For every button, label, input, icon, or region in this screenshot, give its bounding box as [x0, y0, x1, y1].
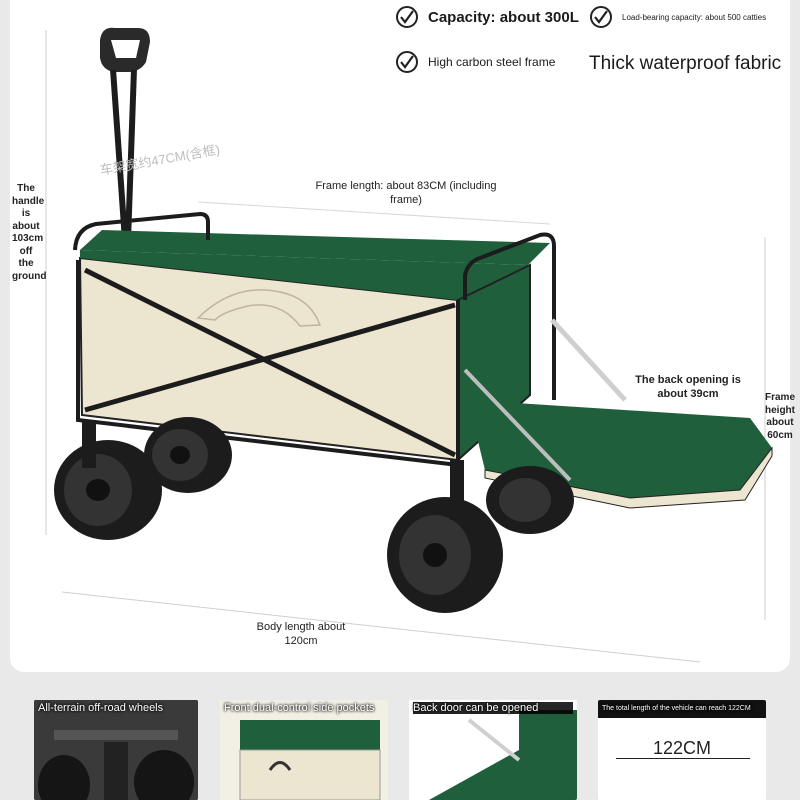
thumbnail-length[interactable]: The total length of the vehicle can reac… — [598, 700, 766, 800]
check-icon — [590, 6, 612, 28]
feature-capacity-text: Capacity: about 300L — [428, 8, 579, 26]
thumbnail-pockets[interactable]: Front dual-control side pockets — [220, 700, 388, 800]
back-opening-label: The back opening is about 39cm — [635, 374, 741, 400]
length-line — [616, 758, 750, 759]
check-icon — [396, 51, 418, 73]
frame-height-label: Frame height about 60cm — [764, 392, 795, 441]
thumbnail-caption: All-terrain off-road wheels — [38, 702, 164, 714]
frame-length-label: Frame length: about 83CM (including fram… — [315, 180, 497, 206]
wagon-illustration — [45, 27, 773, 663]
wheel-rear-right — [486, 466, 574, 534]
body-length-line — [61, 591, 701, 663]
feature-fabric-text: Thick waterproof fabric — [589, 53, 782, 74]
handle-height-label: The handle is about 103cm off the ground — [12, 183, 47, 282]
feature-frame: High carbon steel frame — [396, 51, 555, 73]
thumbnail-row: All-terrain off-road wheels Front dual-c… — [0, 682, 800, 800]
feature-capacity: Capacity: about 300L — [396, 6, 579, 28]
check-icon — [396, 6, 418, 28]
feature-frame-text: High carbon steel frame — [428, 55, 556, 69]
wheel-front-left — [54, 440, 162, 540]
frame-length-line — [197, 201, 551, 225]
thumbnail-caption: Back door can be opened — [413, 702, 573, 714]
thumbnail-wheels[interactable]: All-terrain off-road wheels — [34, 700, 198, 800]
wheel-front-right — [387, 497, 503, 613]
pockets-image — [220, 700, 388, 800]
wheel-rear-left — [144, 417, 232, 493]
product-card: Capacity: about 300L Load-bearing capaci… — [10, 0, 795, 672]
feature-load-text: Load-bearing capacity: about 500 catties — [622, 12, 767, 22]
feature-fabric: Thick waterproof fabric — [589, 53, 781, 75]
wheels-image — [34, 700, 198, 800]
back-door-image — [409, 700, 577, 800]
feature-load: Load-bearing capacity: about 500 catties — [590, 6, 766, 28]
thumbnail-caption: Front dual-control side pockets — [224, 702, 375, 714]
thumbnail-back-door[interactable]: Back door can be opened — [409, 700, 577, 800]
body-length-label: Body length about 120cm — [256, 621, 346, 647]
thumbnail-caption: The total length of the vehicle can reac… — [602, 705, 751, 712]
length-value: 122CM — [652, 738, 712, 758]
